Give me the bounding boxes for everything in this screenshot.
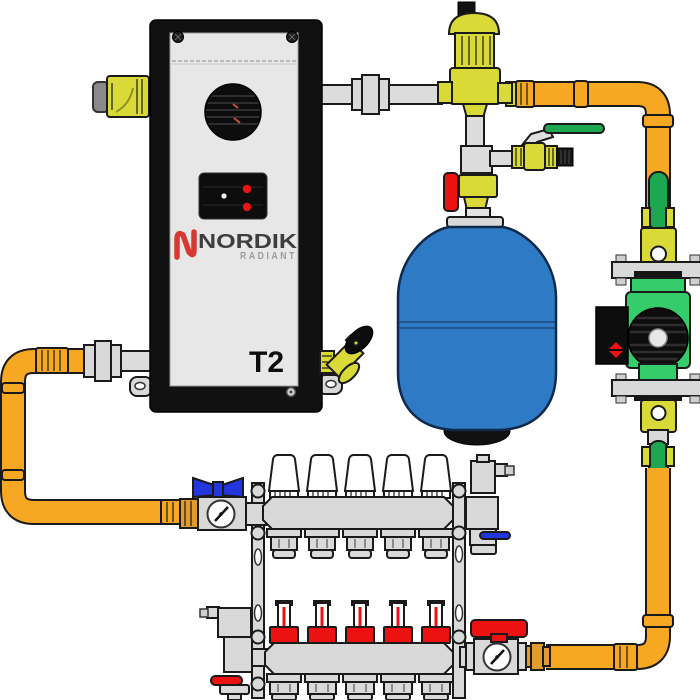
- return-manifold-bar: [264, 642, 454, 675]
- bracket-clamps: [250, 483, 467, 692]
- nordik-logo: NORDIK RADIANT: [174, 229, 298, 262]
- pipe-coupling-bottom: [160, 499, 184, 525]
- manifold-supply-valve-blue: [179, 476, 247, 531]
- boiler-screw-top-right: [286, 31, 298, 43]
- temperature-gauge-supply: [206, 499, 236, 529]
- manifold-drain-lever-blue: [479, 531, 511, 540]
- nordik-logo-icon: [174, 229, 197, 260]
- boiler-return-loop-pipe: [0, 347, 184, 525]
- expansion-tank: [396, 216, 558, 446]
- purge-valve: [511, 123, 605, 171]
- status-indicator-light-2: [242, 202, 252, 212]
- flow-meters: [269, 600, 451, 644]
- expansion-tank-valve: [443, 172, 498, 219]
- return-coupling: [613, 643, 638, 671]
- circulator-pump: [595, 277, 691, 383]
- hose-bib-cap: [556, 147, 574, 167]
- supply-manifold-bar: [262, 496, 454, 530]
- manifold-air-vent-top: [465, 454, 515, 555]
- pressure-relief-fitting: [92, 75, 150, 118]
- power-indicator-light: [221, 193, 227, 199]
- blue-valve-handle: [192, 476, 244, 499]
- supply-ring-1: [573, 80, 589, 108]
- pump-isolation-valve-upper: [640, 171, 677, 267]
- supply-ring-2: [642, 114, 674, 128]
- drain-valve-handwheel: [344, 325, 374, 355]
- mount-hole-right: [325, 379, 337, 389]
- pipe-ring-1: [1, 382, 25, 394]
- brand-name: NORDIK: [198, 231, 298, 253]
- boiler-control-panel: [198, 172, 268, 220]
- boiler-screw-top-left: [172, 31, 184, 43]
- manifold-actuator-caps: [267, 454, 453, 499]
- manifold-drain-lever-red: [210, 675, 243, 686]
- return-line-orange-right: [546, 468, 674, 671]
- pump-control-box: [595, 306, 629, 365]
- supply-manifold-connections: [266, 528, 454, 559]
- boiler-vent-grille: [204, 83, 262, 141]
- red-valve-handle: [470, 619, 528, 643]
- expansion-tank-valve-handle: [443, 172, 459, 212]
- manifold-return-valve-red: [465, 619, 551, 675]
- boiler-screw-bottom-right: [285, 386, 297, 398]
- return-manifold-connections: [266, 673, 454, 700]
- boiler-drain-valve: [319, 325, 374, 385]
- purge-valve-handle: [543, 123, 605, 134]
- electric-boiler: NORDIK RADIANT T2: [149, 19, 323, 413]
- model-label: T2: [249, 346, 284, 379]
- status-indicator-light-1: [242, 184, 252, 194]
- mount-hole-left: [134, 381, 146, 391]
- pump-flange-lower: [611, 373, 700, 404]
- pipe-ring-2: [1, 469, 25, 481]
- pipe-coupling-ribbed: [35, 347, 69, 374]
- air-separator: [437, 1, 515, 174]
- manifold-fill-valve: [199, 606, 253, 700]
- pipe-union-top: [351, 74, 390, 115]
- tank-flange: [446, 216, 504, 228]
- brand-subtitle: RADIANT: [240, 251, 297, 262]
- pump-logo-icon: [608, 342, 624, 358]
- pipe-union-left: [83, 340, 122, 382]
- temperature-gauge-return: [482, 642, 512, 672]
- pump-motor-face: [627, 307, 689, 369]
- return-manifold: [264, 600, 454, 700]
- supply-manifold: [262, 454, 454, 559]
- return-ring: [642, 614, 674, 628]
